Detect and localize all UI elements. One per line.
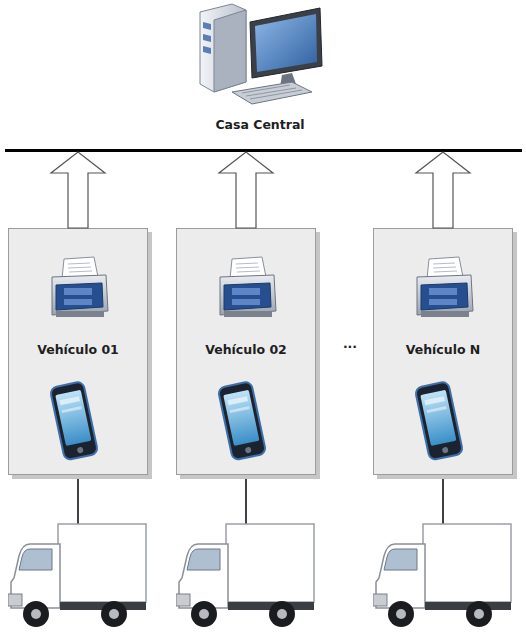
phone-icon [218, 381, 267, 460]
vehicle-box: Vehículo N [373, 228, 513, 475]
truck-illustration [8, 524, 146, 627]
truck-illustration [373, 524, 511, 627]
phone-icon [415, 381, 464, 460]
monitor-stand [280, 73, 296, 87]
central-band: Casa Central [5, 0, 522, 152]
truck-illustration [176, 524, 314, 627]
vehicle-link-line [442, 475, 444, 524]
printer-icon [52, 257, 108, 317]
printer-icon [417, 257, 473, 317]
monitor-screen [255, 14, 317, 72]
computer-tower [200, 4, 246, 92]
vehicle-link-line [77, 475, 79, 524]
keyboard-keys [242, 85, 302, 99]
vehicle-label: Vehículo 02 [177, 342, 315, 358]
vehicle-link-line [245, 475, 247, 524]
monitor-frame [250, 8, 322, 78]
keyboard [232, 82, 312, 104]
hollow-arrow [219, 152, 273, 228]
computer-icon [200, 4, 322, 104]
vehicle-label: Vehículo 01 [9, 342, 147, 358]
vehicle-box: Vehículo 01 [8, 228, 148, 475]
tower-side [214, 10, 246, 92]
vehicle-box: Vehículo 02 [176, 228, 316, 475]
tower-drives [203, 22, 211, 54]
node-heading: Casa Central [155, 117, 365, 133]
hollow-arrow [51, 152, 105, 228]
phone-icon [50, 381, 99, 460]
printer-icon [220, 257, 276, 317]
ellipsis-label: ... [320, 336, 380, 352]
vehicle-label: Vehículo N [374, 342, 512, 358]
hollow-arrow [416, 152, 470, 228]
